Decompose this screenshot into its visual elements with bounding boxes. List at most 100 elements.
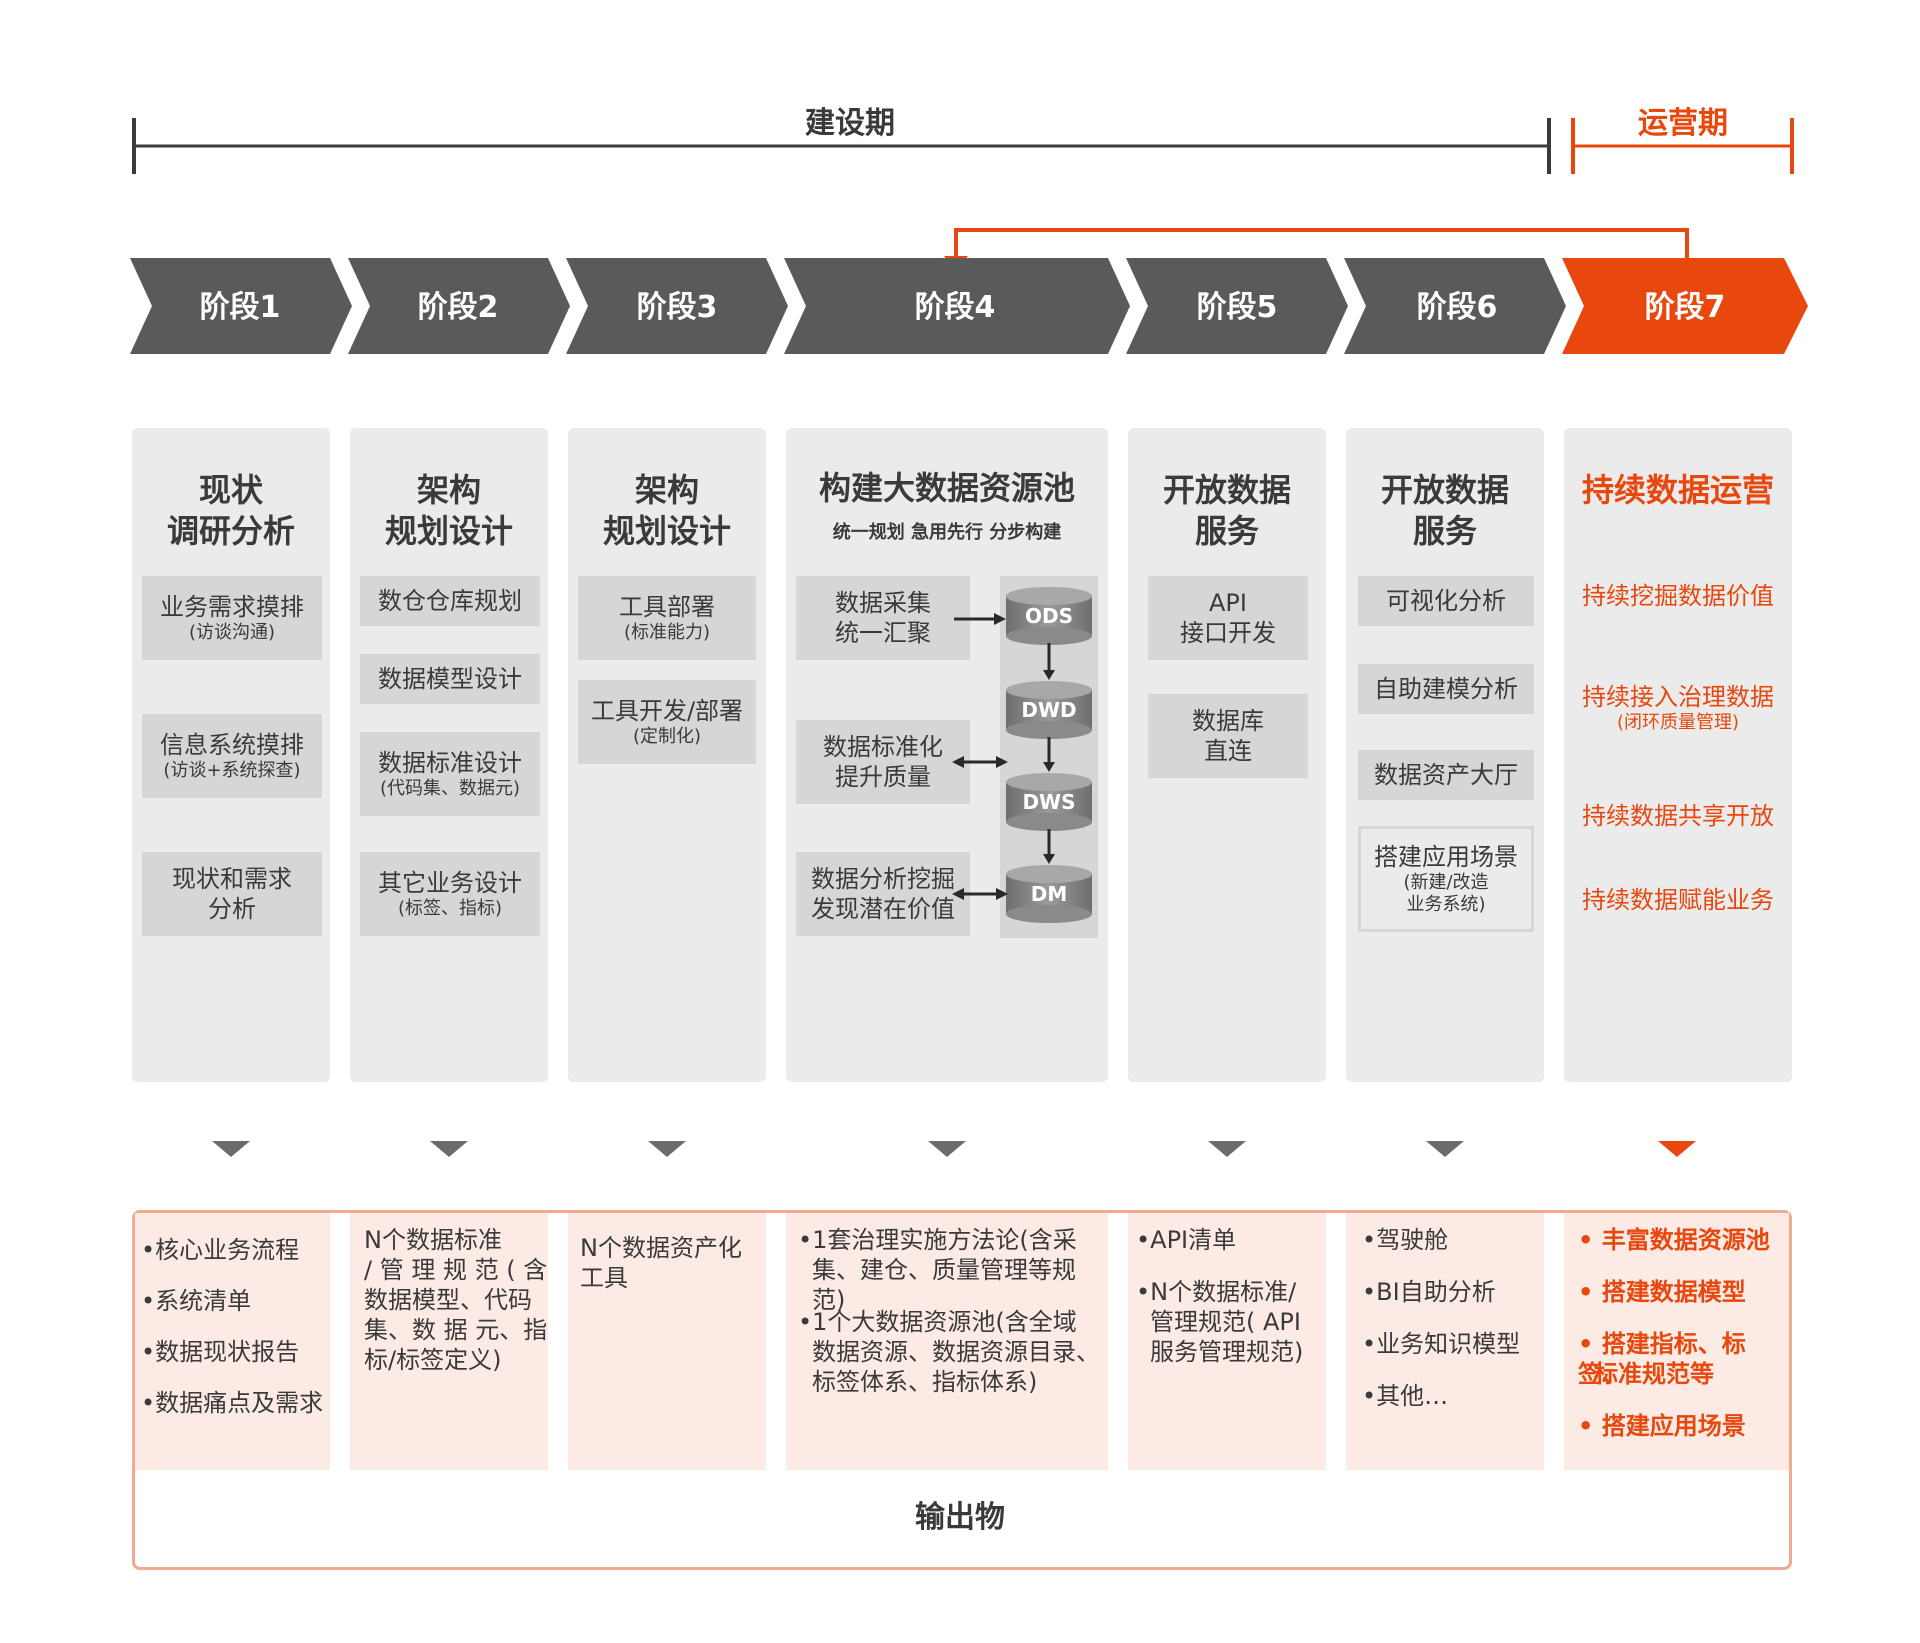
box-standard-design: 数据标准设计(代码集、数据元) bbox=[360, 732, 540, 816]
output-item: •N个数据标准/ bbox=[1136, 1278, 1297, 1306]
output-item: • 搭建应用场景 bbox=[1578, 1412, 1746, 1440]
output-item: 管理规范( API bbox=[1150, 1308, 1301, 1336]
column-6-title: 开放数据服务 bbox=[1380, 471, 1509, 550]
column-4-title: 构建大数据资源池 bbox=[818, 469, 1075, 507]
layer-flow-arrows bbox=[1043, 643, 1055, 864]
output-item: 工具 bbox=[580, 1264, 628, 1292]
stage-6-label: 阶段6 bbox=[1417, 290, 1498, 325]
stage-2-chevron: 阶段2 bbox=[348, 258, 570, 354]
column-1-title: 现状调研分析 bbox=[166, 471, 295, 550]
op-item-share-open: 持续数据共享开放 bbox=[1582, 802, 1774, 830]
output-column-1: •核心业务流程 •系统清单 •数据现状报告 •数据痛点及需求 bbox=[135, 1213, 330, 1470]
outputs-frame bbox=[132, 1210, 1792, 1570]
box-visual-analysis: 可视化分析 bbox=[1358, 576, 1534, 626]
column-stage-7: 持续数据运营 持续挖掘数据价值 持续接入治理数据(闭环质量管理) 持续数据共享开… bbox=[1564, 428, 1792, 1082]
output-item: • 搭建数据模型 bbox=[1578, 1278, 1746, 1306]
box-warehouse-plan: 数仓仓库规划 bbox=[360, 576, 540, 626]
output-item: 标/标签定义) bbox=[364, 1346, 502, 1374]
down-arrow-icon-4 bbox=[928, 1141, 966, 1157]
output-item: • 丰富数据资源池 bbox=[1578, 1226, 1770, 1254]
down-arrow-icon-1 bbox=[212, 1141, 250, 1157]
output-item: 集、建仓、质量管理等规范) bbox=[812, 1256, 1076, 1314]
stage-3-label: 阶段3 bbox=[637, 290, 718, 325]
down-arrow-icon-7 bbox=[1658, 1141, 1696, 1157]
output-item: •其他… bbox=[1362, 1382, 1449, 1410]
output-item: 标准规范等 bbox=[1594, 1360, 1714, 1388]
source-arrows bbox=[952, 613, 1008, 900]
data-layer-diagram bbox=[952, 587, 1092, 923]
output-item: 集、数 据 元、指 bbox=[364, 1316, 548, 1344]
box-info-systems: 信息系统摸排(访谈+系统探查) bbox=[142, 714, 322, 798]
box-tool-deploy: 工具部署(标准能力) bbox=[578, 576, 756, 660]
column-stage-6: 开放数据服务 可视化分析 自助建模分析 数据资产大厅 搭建应用场景 (新建/改造… bbox=[1346, 428, 1544, 1082]
dwd-cylinder-icon bbox=[1006, 681, 1092, 739]
box-data-mining: 数据分析挖掘发现潜在价值 bbox=[796, 852, 970, 936]
op-item-empower-business: 持续数据赋能业务 bbox=[1582, 886, 1774, 914]
column-7-title: 持续数据运营 bbox=[1581, 471, 1774, 509]
dwd-label: DWD bbox=[1021, 698, 1077, 722]
down-arrow-icon-6 bbox=[1426, 1141, 1464, 1157]
column-stage-2: 架构规划设计 数仓仓库规划 数据模型设计 数据标准设计(代码集、数据元) 其它业… bbox=[350, 428, 548, 1082]
output-item: N个数据资产化 bbox=[580, 1234, 742, 1262]
dm-label: DM bbox=[1030, 882, 1068, 906]
output-item: •核心业务流程 bbox=[141, 1236, 300, 1264]
build-period-label: 建设期 bbox=[805, 106, 895, 141]
output-item: •API清单 bbox=[1136, 1226, 1237, 1254]
box-status-analysis: 现状和需求分析 bbox=[142, 852, 322, 936]
ods-cylinder-icon bbox=[1006, 587, 1092, 645]
box-data-standardize: 数据标准化提升质量 bbox=[796, 720, 970, 804]
stage-2-label: 阶段2 bbox=[418, 290, 499, 325]
output-item: •数据痛点及需求 bbox=[141, 1389, 324, 1417]
stage-4-chevron: 阶段4 bbox=[784, 258, 1130, 354]
outputs-label: 输出物 bbox=[915, 1500, 1005, 1535]
stage-chevrons: 阶段1 阶段2 阶段3 阶段4 阶段5 阶段6 阶段7 bbox=[130, 228, 1808, 354]
output-column-3: N个数据资产化 工具 bbox=[568, 1213, 766, 1470]
column-stage-4: 构建大数据资源池 统一规划 急用先行 分步构建 数据采集统一汇聚 数据标准化提升… bbox=[786, 428, 1108, 1082]
stage-5-label: 阶段5 bbox=[1197, 290, 1278, 325]
column-stage-1: 现状调研分析 业务需求摸排(访谈沟通) 信息系统摸排(访谈+系统探查) 现状和需… bbox=[132, 428, 330, 1082]
box-data-collection: 数据采集统一汇聚 bbox=[796, 576, 970, 660]
output-column-5: •API清单 •N个数据标准/ 管理规范( API 服务管理规范) bbox=[1128, 1213, 1326, 1470]
stage-7-label: 阶段7 bbox=[1645, 290, 1726, 325]
op-item-ingest-govern: 持续接入治理数据(闭环质量管理) bbox=[1582, 683, 1774, 733]
output-column-7: • 丰富数据资源池 • 搭建数据模型 • 搭建指标、标签、 标准规范等 • 搭建… bbox=[1564, 1213, 1789, 1470]
stage-1-label: 阶段1 bbox=[200, 290, 281, 325]
stage-4-label: 阶段4 bbox=[915, 290, 996, 325]
output-item: •1套治理实施方法论(含采 bbox=[798, 1226, 1077, 1254]
stage-3-chevron: 阶段3 bbox=[566, 258, 788, 354]
stage-5-chevron: 阶段5 bbox=[1126, 258, 1348, 354]
box-other-design: 其它业务设计(标签、指标) bbox=[360, 852, 540, 936]
output-item: •1个大数据资源池(含全域 bbox=[798, 1308, 1077, 1336]
box-model-design: 数据模型设计 bbox=[360, 654, 540, 704]
output-item: / 管 理 规 范 ( 含 bbox=[364, 1256, 548, 1284]
box-db-direct: 数据库直连 bbox=[1148, 694, 1308, 778]
output-item: •系统清单 bbox=[141, 1287, 252, 1315]
down-arrow-icon-2 bbox=[430, 1141, 468, 1157]
output-item: • 搭建指标、标签、 bbox=[1578, 1330, 1746, 1388]
output-item: 服务管理规范) bbox=[1150, 1338, 1304, 1366]
ods-label: ODS bbox=[1024, 604, 1073, 628]
output-item: •BI自助分析 bbox=[1362, 1278, 1496, 1306]
box-asset-hall: 数据资产大厅 bbox=[1358, 750, 1534, 800]
dws-label: DWS bbox=[1022, 790, 1076, 814]
output-item: 数据资源、数据资源目录、 bbox=[812, 1338, 1100, 1366]
period-timeline bbox=[132, 118, 1794, 174]
output-column-2: N个数据标准 / 管 理 规 范 ( 含 数据模型、代码 集、数 据 元、指 标… bbox=[350, 1213, 548, 1470]
output-item: 标签体系、指标体系) bbox=[812, 1368, 1038, 1396]
output-item: N个数据标准 bbox=[364, 1226, 502, 1254]
dm-cylinder-icon bbox=[1006, 865, 1092, 923]
box-self-modeling: 自助建模分析 bbox=[1358, 664, 1534, 714]
column-3-title: 架构规划设计 bbox=[602, 471, 731, 550]
dws-cylinder-icon bbox=[1006, 773, 1092, 831]
box-tool-develop: 工具开发/部署(定制化) bbox=[578, 680, 756, 764]
output-column-6: •驾驶舱 •BI自助分析 •业务知识模型 •其他… bbox=[1346, 1213, 1544, 1470]
down-arrow-icon-5 bbox=[1208, 1141, 1246, 1157]
op-item-mine-value: 持续挖掘数据价值 bbox=[1582, 582, 1774, 610]
box-business-needs: 业务需求摸排(访谈沟通) bbox=[142, 576, 322, 660]
column-4-subtitle: 统一规划 急用先行 分步构建 bbox=[832, 522, 1062, 543]
operate-period-label: 运营期 bbox=[1638, 106, 1728, 141]
output-item: •数据现状报告 bbox=[141, 1338, 300, 1366]
output-item: 数据模型、代码 bbox=[364, 1286, 532, 1314]
